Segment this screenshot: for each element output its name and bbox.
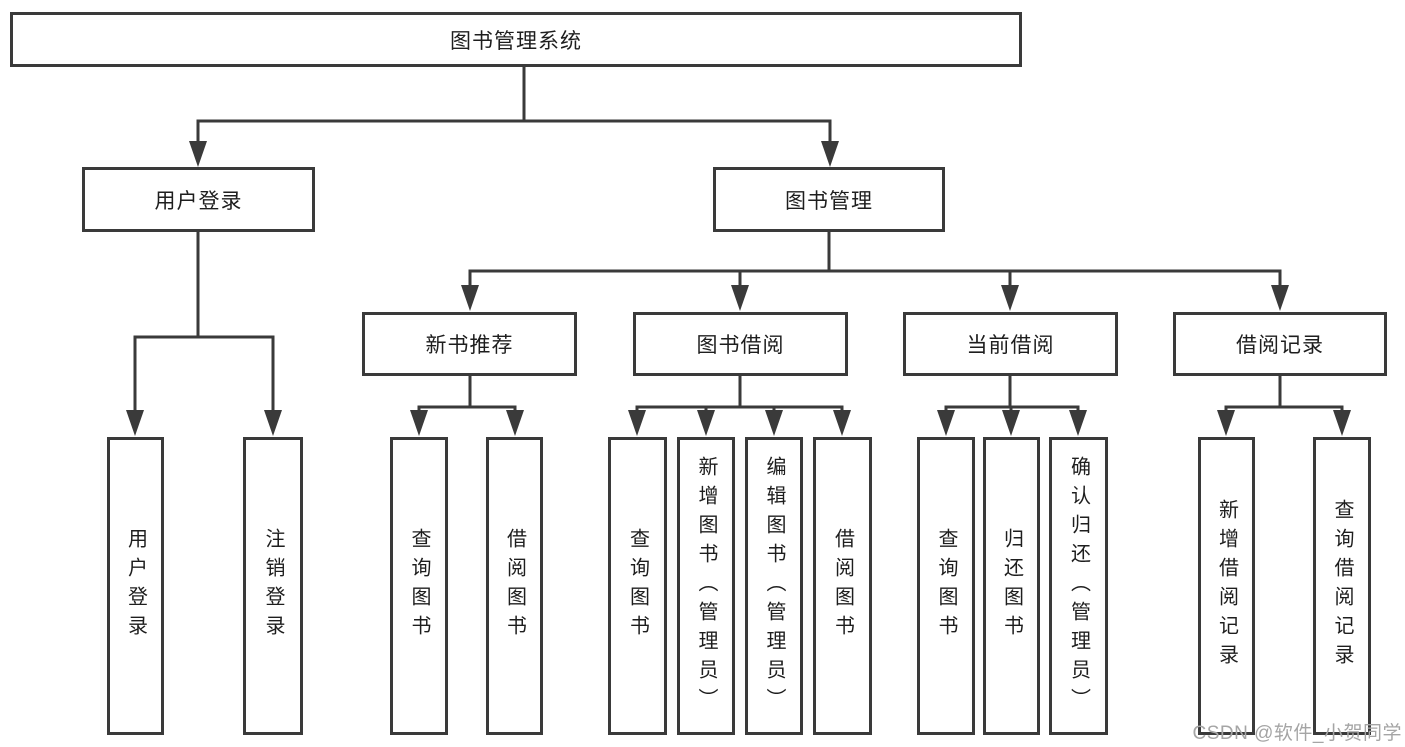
arrowhead-down-icon [1069,410,1087,436]
leaf-query-books-current: 查询图书 [917,437,975,735]
leaf-query-books-borrow: 查询图书 [608,437,667,735]
arrowhead-down-icon [628,410,646,436]
leaf-borrow-books-recommend: 借阅图书 [486,437,543,735]
node-borrow-records: 借阅记录 [1173,312,1387,376]
leaf-confirm-return-admin-label: 确认归还（管理员） [1067,455,1090,717]
arrowhead-down-icon [1002,410,1020,436]
connector-root-to-level2 [196,65,832,150]
leaf-user-login-label: 用户登录 [124,528,147,644]
node-book-management-label: 图书管理 [785,189,873,213]
connector-management-to-level3 [468,230,1282,291]
node-root: 图书管理系统 [10,12,1022,67]
node-book-borrow-label: 图书借阅 [696,334,785,357]
leaf-logout-label: 注销登录 [262,528,284,644]
arrowhead-down-icon [833,410,851,436]
node-user-login-label: 用户登录 [154,189,243,213]
leaf-return-book: 归还图书 [983,437,1040,735]
node-borrow-records-label: 借阅记录 [1236,334,1324,357]
connector-login-to-leaves [133,230,275,416]
leaf-edit-book-admin: 编辑图书（管理员） [745,437,803,735]
leaf-add-borrow-record-label: 新增借阅记录 [1215,499,1238,673]
connector-currentborrow-to-leaves [944,374,1080,416]
arrowhead-down-icon [189,141,207,167]
arrowhead-down-icon [461,285,479,311]
arrowhead-down-icon [697,410,715,436]
node-current-borrow: 当前借阅 [903,312,1118,376]
arrowhead-down-icon [506,410,524,436]
node-new-book-recommend: 新书推荐 [362,312,577,376]
arrowhead-down-icon [821,141,839,167]
leaf-edit-book-admin-label: 编辑图书（管理员） [763,455,785,717]
node-root-label: 图书管理系统 [450,29,582,53]
arrowhead-down-icon [765,410,783,436]
leaf-borrow-books-recommend-label: 借阅图书 [503,528,526,644]
arrowhead-down-icon [937,410,955,436]
arrowhead-down-icon [410,410,428,436]
leaf-query-borrow-record-label: 查询借阅记录 [1331,499,1353,673]
arrowhead-down-icon [126,410,144,436]
node-new-book-recommend-label: 新书推荐 [425,334,514,357]
node-book-management: 图书管理 [713,167,945,232]
arrowhead-down-icon [1333,410,1351,436]
leaf-confirm-return-admin: 确认归还（管理员） [1049,437,1108,735]
node-current-borrow-label: 当前借阅 [966,334,1055,357]
leaf-query-books-recommend-label: 查询图书 [408,528,430,644]
leaf-query-books-recommend: 查询图书 [390,437,448,735]
arrowhead-down-icon [1271,285,1289,311]
arrowheads [126,141,1351,436]
leaf-add-borrow-record: 新增借阅记录 [1198,437,1255,735]
leaf-return-book-label: 归还图书 [1000,528,1023,644]
leaf-query-books-current-label: 查询图书 [935,528,957,644]
leaf-logout: 注销登录 [243,437,303,735]
leaf-add-book-admin-label: 新增图书（管理员） [695,455,717,717]
arrowhead-down-icon [1001,285,1019,311]
leaf-borrow-books-label: 借阅图书 [831,528,854,644]
arrowhead-down-icon [264,410,282,436]
leaf-borrow-books: 借阅图书 [813,437,872,735]
node-book-borrow: 图书借阅 [633,312,848,376]
leaf-add-book-admin: 新增图书（管理员） [677,437,735,735]
leaf-query-books-borrow-label: 查询图书 [626,528,649,644]
node-user-login: 用户登录 [82,167,315,232]
connector-bookborrow-to-leaves [635,374,844,416]
connector-records-to-leaves [1224,374,1344,416]
leaf-user-login: 用户登录 [107,437,164,735]
connector-newbook-to-leaves [417,374,517,416]
arrowhead-down-icon [731,285,749,311]
arrowhead-down-icon [1217,410,1235,436]
csdn-watermark: CSDN @软件_小贺同学 [1192,723,1402,744]
leaf-query-borrow-record: 查询借阅记录 [1313,437,1371,735]
